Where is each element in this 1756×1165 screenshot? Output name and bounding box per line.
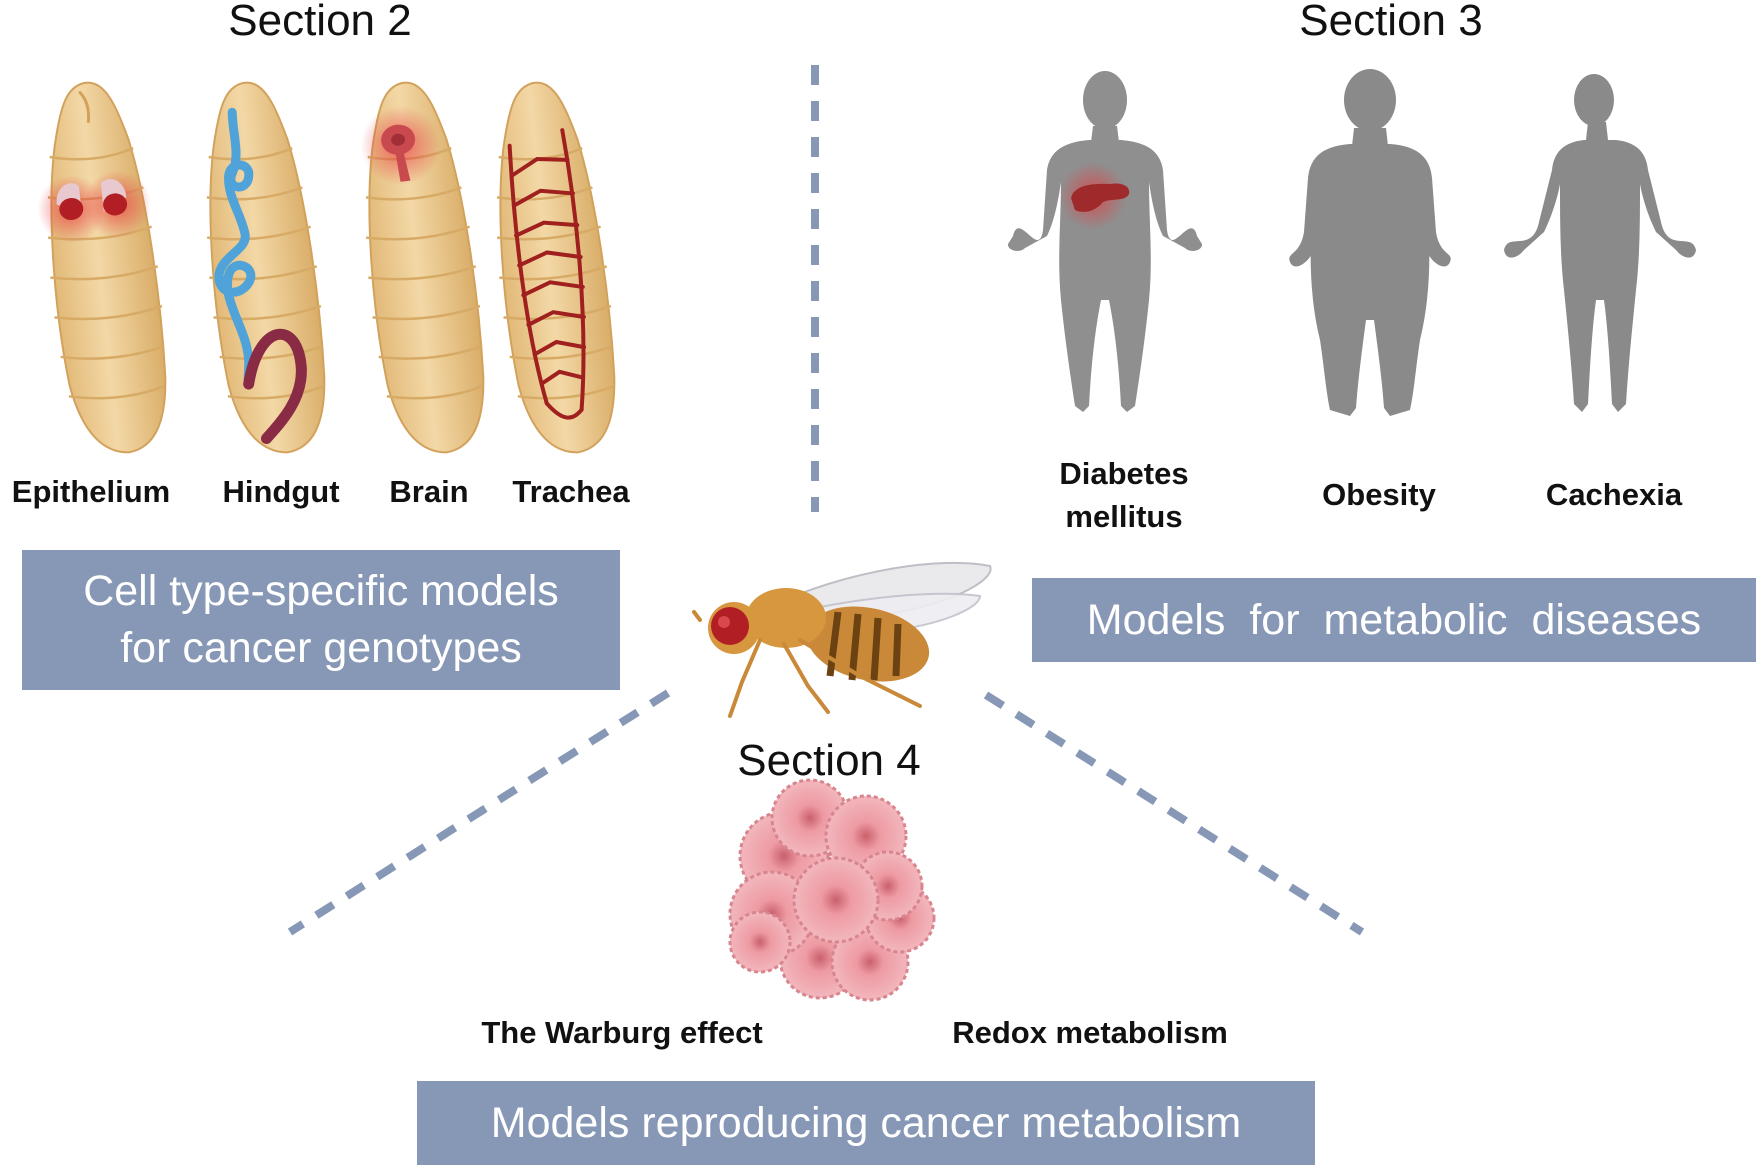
larva-epithelium-icon <box>37 81 167 454</box>
larva-hindgut-icon <box>206 81 326 454</box>
section3-title: Section 3 <box>1299 0 1483 45</box>
organ-label-brain: Brain <box>389 474 469 509</box>
divider-left-diagonal <box>287 689 671 936</box>
disease-label-cachexia: Cachexia <box>1545 477 1683 512</box>
section2-title: Section 2 <box>228 0 412 45</box>
human-diabetes-icon <box>1007 71 1203 412</box>
tumor-cells-icon <box>728 778 936 1002</box>
organ-label-hindgut: Hindgut <box>222 474 340 509</box>
topic-label-redox: Redox metabolism <box>952 1015 1228 1050</box>
fruit-fly-icon <box>692 561 992 718</box>
human-obesity-icon <box>1289 69 1451 416</box>
disease-label-obesity: Obesity <box>1322 477 1436 512</box>
caption-box-cancer-metabolism: Models reproducing cancer metabolism <box>417 1081 1315 1165</box>
caption-text-metabolic-diseases: Models for metabolic diseases <box>1086 595 1702 644</box>
divider-right-diagonal <box>983 691 1365 936</box>
organ-label-epithelium: Epithelium <box>11 474 171 509</box>
disease-label-diabetes: Diabetes mellitus <box>1059 456 1189 534</box>
caption-text-cancer-genotypes: Cell type-specific models for cancer gen… <box>83 567 559 672</box>
topic-label-warburg: The Warburg effect <box>481 1015 763 1050</box>
caption-box-cancer-genotypes: Cell type-specific models for cancer gen… <box>22 550 620 690</box>
larva-trachea-icon <box>496 81 616 454</box>
caption-text-cancer-metabolism: Models reproducing cancer metabolism <box>490 1098 1242 1147</box>
section4-title: Section 4 <box>737 736 921 785</box>
organ-label-trachea: Trachea <box>512 474 630 509</box>
caption-box-metabolic-diseases: Models for metabolic diseases <box>1032 578 1756 662</box>
larva-brain-icon <box>360 81 485 454</box>
human-cachexia-icon <box>1504 74 1696 412</box>
